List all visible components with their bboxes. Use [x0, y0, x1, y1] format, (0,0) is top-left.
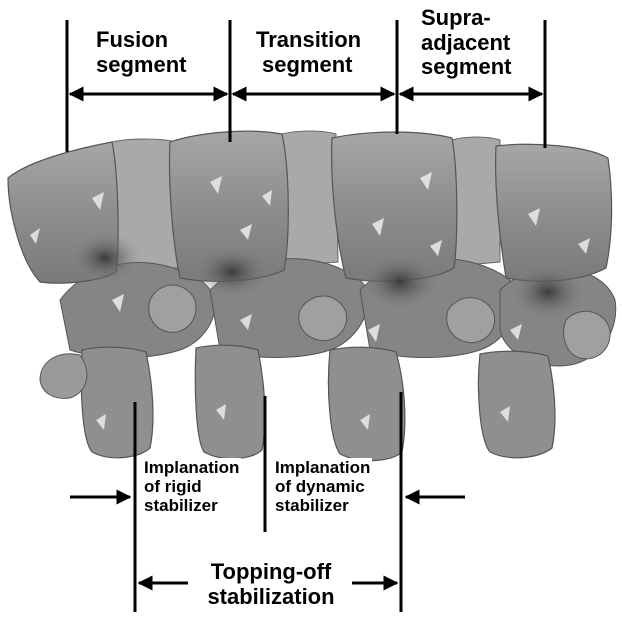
fusion-segment-label: Fusion segment: [96, 28, 186, 77]
topping-off-stabilization-label: Topping-off stabilization: [186, 560, 356, 609]
spinous-process-4: [478, 351, 555, 458]
facet-3: [299, 296, 347, 341]
supra-adjacent-segment-label: Supra- adjacent segment: [421, 6, 511, 80]
lumbar-spine-model: [8, 131, 616, 461]
disc-3: [452, 137, 500, 266]
rigid-stabilizer-label: Implanation of rigid stabilizer: [142, 458, 241, 515]
spinous-process-2: [195, 345, 265, 458]
disc-2: [282, 131, 338, 266]
spinous-process-3: [328, 347, 404, 460]
facet-4: [447, 298, 495, 343]
pedicle-shadow-1: [69, 232, 141, 284]
pedicle-shadow-3: [358, 252, 442, 312]
vertebral-body-4: [496, 144, 612, 281]
facet-5: [564, 311, 610, 358]
pedicle-shadow-2: [192, 244, 272, 300]
facet-1: [40, 354, 87, 399]
dynamic-stabilizer-label: Implanation of dynamic stabilizer: [273, 458, 372, 515]
transition-segment-label: Transition segment: [256, 28, 361, 77]
spinous-process-1: [81, 347, 153, 458]
facet-2: [149, 285, 196, 332]
